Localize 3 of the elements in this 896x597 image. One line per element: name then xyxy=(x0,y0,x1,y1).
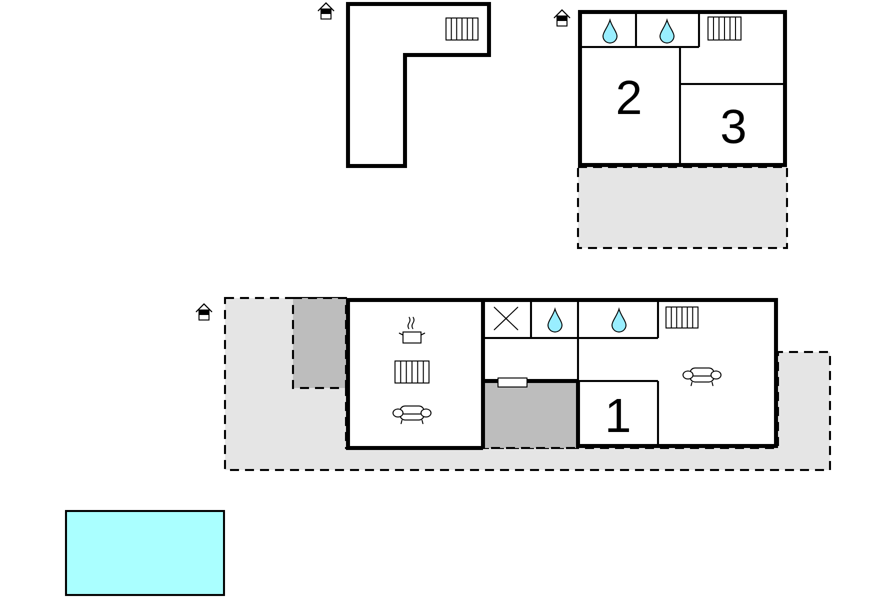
room-number: 2 xyxy=(616,75,642,123)
room-number: 1 xyxy=(604,392,632,440)
room-number: 3 xyxy=(720,104,747,152)
